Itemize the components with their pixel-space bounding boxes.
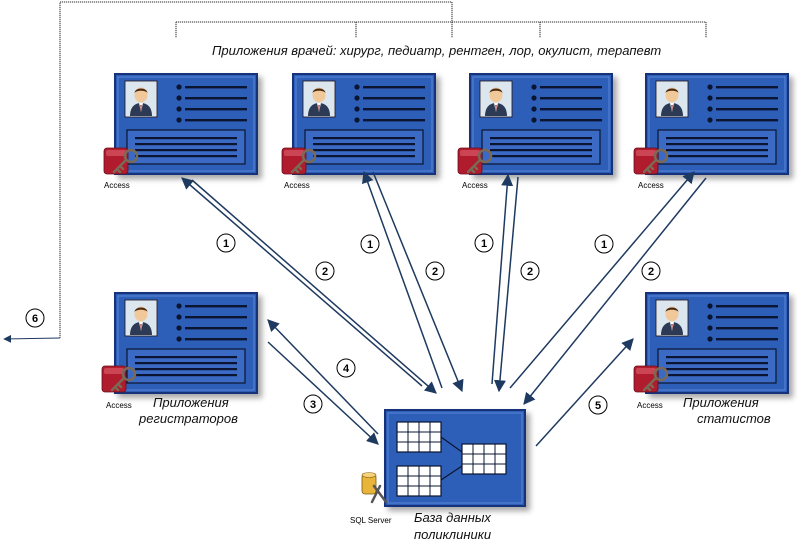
arrow-db-to-doctor-4 bbox=[509, 171, 695, 389]
access-label: Access bbox=[106, 401, 132, 410]
arrow-db-to-statisticians bbox=[535, 338, 634, 447]
arrow-db-to-doctor-1 bbox=[181, 177, 423, 387]
access-label: Access bbox=[104, 181, 130, 190]
access-label: Access bbox=[284, 181, 310, 190]
registrars-app-card: Access bbox=[100, 293, 257, 410]
step-number: 6 bbox=[32, 313, 38, 325]
step-number: 1 bbox=[601, 239, 607, 251]
db-table-icon bbox=[396, 465, 442, 497]
step-number: 2 bbox=[432, 266, 438, 278]
access-label: Access bbox=[638, 181, 664, 190]
step-number: 5 bbox=[595, 400, 601, 412]
statisticians-label-line1: Приложения bbox=[683, 395, 759, 410]
access-label: Access bbox=[462, 181, 488, 190]
step-number: 3 bbox=[310, 399, 316, 411]
doctors-apps-label: Приложения врачей: хирург, педиатр, рент… bbox=[212, 43, 661, 58]
arrow-doctor-2-to-db bbox=[372, 171, 464, 393]
db-table-icon bbox=[396, 421, 442, 453]
arrow-doctor-4-to-db bbox=[523, 177, 707, 405]
step-number: 2 bbox=[322, 266, 328, 278]
arrow-doctor-3-to-db bbox=[493, 176, 519, 393]
access-label: Access bbox=[637, 401, 663, 410]
database-box bbox=[384, 409, 526, 507]
arrow-db-to-registrars bbox=[267, 319, 379, 435]
sql-server-label: SQL Server bbox=[350, 516, 392, 525]
step-number: 2 bbox=[648, 266, 654, 278]
step-number: 4 bbox=[343, 363, 350, 375]
step-number: 1 bbox=[367, 239, 373, 251]
external-link-line bbox=[59, 1, 453, 338]
doctor-app-card: Access bbox=[102, 74, 257, 190]
doctor-app-card: Access bbox=[280, 74, 435, 190]
arrow-db-to-doctor-2 bbox=[362, 170, 443, 389]
statisticians-app-card: Access bbox=[632, 293, 788, 410]
arrow-doctor-1-to-db bbox=[191, 179, 437, 394]
db-table-icon bbox=[461, 443, 507, 475]
registrars-label-line1: Приложения bbox=[153, 395, 229, 410]
step-number: 2 bbox=[527, 266, 533, 278]
arrow-db-to-doctor-3 bbox=[491, 173, 514, 385]
step-number: 1 bbox=[481, 238, 487, 250]
step-number: 1 bbox=[223, 238, 229, 250]
database-label-line1: База данных bbox=[414, 510, 491, 525]
doctor-app-card: Access bbox=[632, 74, 788, 190]
arrow-registrars-to-db bbox=[267, 341, 379, 445]
registrars-label-line2: регистраторов bbox=[138, 411, 238, 426]
statisticians-label-line2: статистов bbox=[697, 411, 771, 426]
sql-server-icon bbox=[361, 472, 388, 504]
doctor-app-card: Access bbox=[456, 74, 612, 190]
database-label-line2: поликлиники bbox=[414, 527, 491, 542]
